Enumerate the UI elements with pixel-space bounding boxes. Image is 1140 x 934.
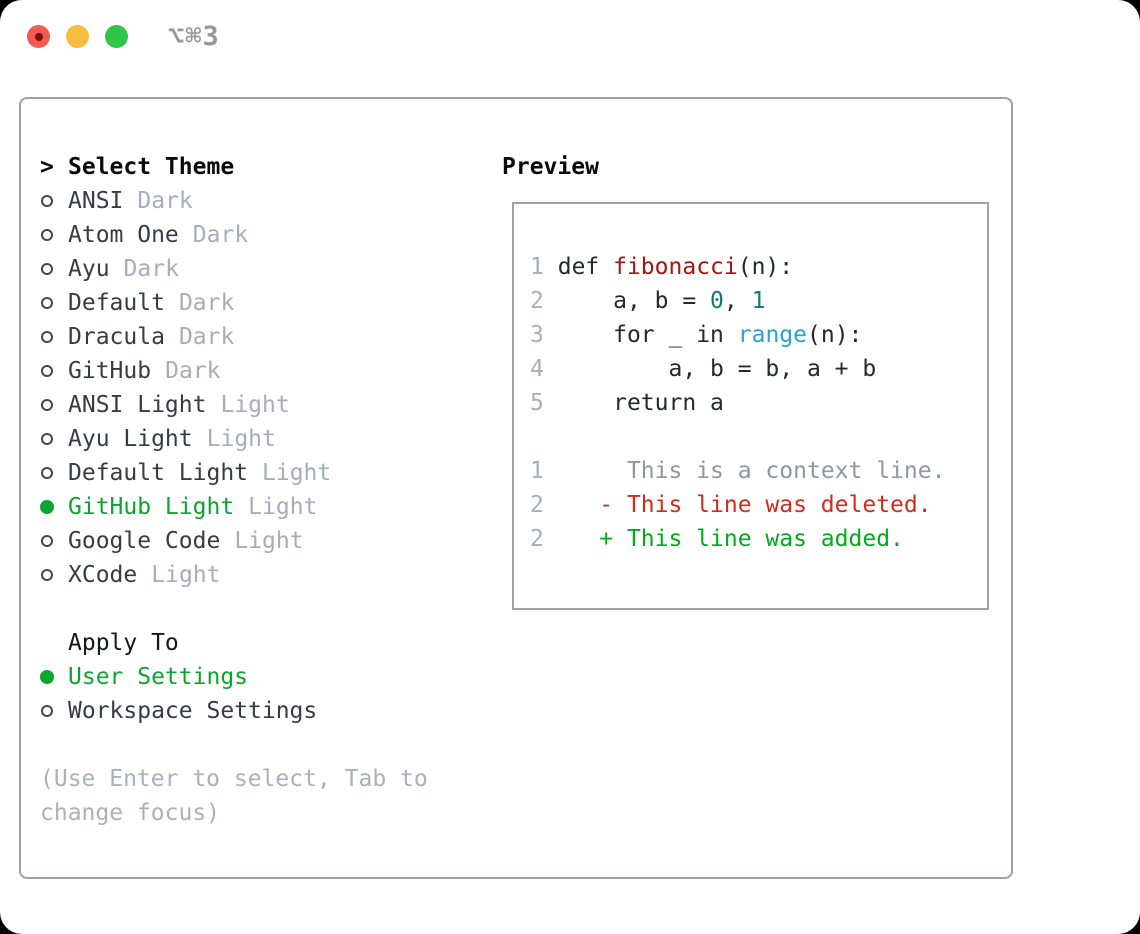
option-label: XCode xyxy=(68,562,138,588)
theme-option[interactable]: GitHub Light Light xyxy=(40,490,470,524)
theme-variant-label: Light xyxy=(262,460,332,486)
spacer xyxy=(40,592,470,626)
theme-variant-label: Light xyxy=(234,528,304,554)
theme-panel-heading-row: > Select Theme xyxy=(40,150,470,184)
code-line: 1 def fibonacci(n): xyxy=(530,254,794,280)
theme-option[interactable]: XCode Light xyxy=(40,558,470,592)
theme-variant-label: Dark xyxy=(137,188,193,214)
radio-unselected-icon[interactable] xyxy=(40,229,68,241)
theme-option[interactable]: Default Dark xyxy=(40,286,470,320)
titlebar: ⌥⌘3 xyxy=(0,0,1140,74)
option-label: GitHub Light xyxy=(68,494,235,520)
radio-unselected-icon[interactable] xyxy=(40,467,68,479)
theme-variant-label: Light xyxy=(151,562,221,588)
option-label: ANSI Light xyxy=(68,392,207,418)
option-label: User Settings xyxy=(68,664,249,690)
selection-caret: > xyxy=(40,154,54,180)
theme-option[interactable]: Ayu Dark xyxy=(40,252,470,286)
radio-selected-icon[interactable] xyxy=(40,500,68,514)
apply-to-heading-row: Apply To xyxy=(40,626,470,660)
radio-unselected-icon[interactable] xyxy=(40,569,68,581)
preview-heading: Preview xyxy=(502,154,599,180)
option-label: Default Light xyxy=(68,460,249,486)
theme-variant-label: Light xyxy=(206,426,276,452)
radio-unselected-icon[interactable] xyxy=(40,365,68,377)
theme-option[interactable]: Google Code Light xyxy=(40,524,470,558)
code-line: 2 - This line was deleted. xyxy=(530,492,932,518)
option-label: Atom One xyxy=(68,222,179,248)
radio-unselected-icon[interactable] xyxy=(40,433,68,445)
code-preview: 1 def fibonacci(n): 2 a, b = 0, 1 3 for _ … xyxy=(530,250,945,556)
theme-option[interactable]: ANSI Light Light xyxy=(40,388,470,422)
code-line: 2 a, b = 0, 1 xyxy=(530,288,766,314)
apply-to-heading: Apply To xyxy=(68,630,179,656)
maximize-button[interactable] xyxy=(105,25,128,48)
option-label: Dracula xyxy=(68,324,165,350)
minimize-button[interactable] xyxy=(66,25,89,48)
option-label: Ayu xyxy=(68,256,110,282)
close-button[interactable] xyxy=(27,25,50,48)
code-line xyxy=(530,420,945,454)
radio-unselected-icon[interactable] xyxy=(40,399,68,411)
theme-variant-label: Light xyxy=(248,494,318,520)
option-label: Workspace Settings xyxy=(68,698,318,724)
theme-option[interactable]: Dracula Dark xyxy=(40,320,470,354)
spacer xyxy=(40,728,470,762)
theme-variant-label: Dark xyxy=(178,290,235,316)
apply-to-option[interactable]: Workspace Settings xyxy=(40,694,470,728)
theme-variant-label: Dark xyxy=(123,256,179,282)
theme-variant-label: Light xyxy=(220,392,290,418)
radio-unselected-icon[interactable] xyxy=(40,195,68,207)
theme-option[interactable]: Atom One Dark xyxy=(40,218,470,252)
code-line: 2 + This line was added. xyxy=(530,526,904,552)
code-line: 5 return a xyxy=(530,390,724,416)
radio-unselected-icon[interactable] xyxy=(40,263,68,275)
option-label: Default xyxy=(68,290,165,316)
radio-unselected-icon[interactable] xyxy=(40,297,68,309)
theme-option[interactable]: GitHub Dark xyxy=(40,354,470,388)
theme-panel-heading: Select Theme xyxy=(68,154,235,180)
radio-unselected-icon[interactable] xyxy=(40,535,68,547)
keyboard-hint: (Use Enter to select, Tab to change focu… xyxy=(40,766,428,826)
window-title: ⌥⌘3 xyxy=(168,21,220,52)
apply-to-option[interactable]: User Settings xyxy=(40,660,470,694)
radio-selected-icon[interactable] xyxy=(40,670,68,684)
radio-unselected-icon[interactable] xyxy=(40,331,68,343)
code-line: 3 for _ in range(n): xyxy=(530,322,863,348)
option-label: Ayu Light xyxy=(68,426,193,452)
radio-unselected-icon[interactable] xyxy=(40,705,68,717)
preview-box: 1 def fibonacci(n): 2 a, b = 0, 1 3 for _ … xyxy=(512,202,989,610)
theme-variant-label: Dark xyxy=(165,358,221,384)
theme-option[interactable]: Default Light Light xyxy=(40,456,470,490)
code-line: 1 This is a context line. xyxy=(530,458,946,484)
code-line: 4 a, b = b, a + b xyxy=(530,356,877,382)
option-label: Google Code xyxy=(68,528,221,554)
theme-option[interactable]: ANSI Dark xyxy=(40,184,470,218)
theme-option[interactable]: Ayu Light Light xyxy=(40,422,470,456)
theme-variant-label: Dark xyxy=(192,222,249,248)
option-label: GitHub xyxy=(68,358,152,384)
option-label: ANSI xyxy=(68,188,124,214)
theme-variant-label: Dark xyxy=(178,324,235,350)
